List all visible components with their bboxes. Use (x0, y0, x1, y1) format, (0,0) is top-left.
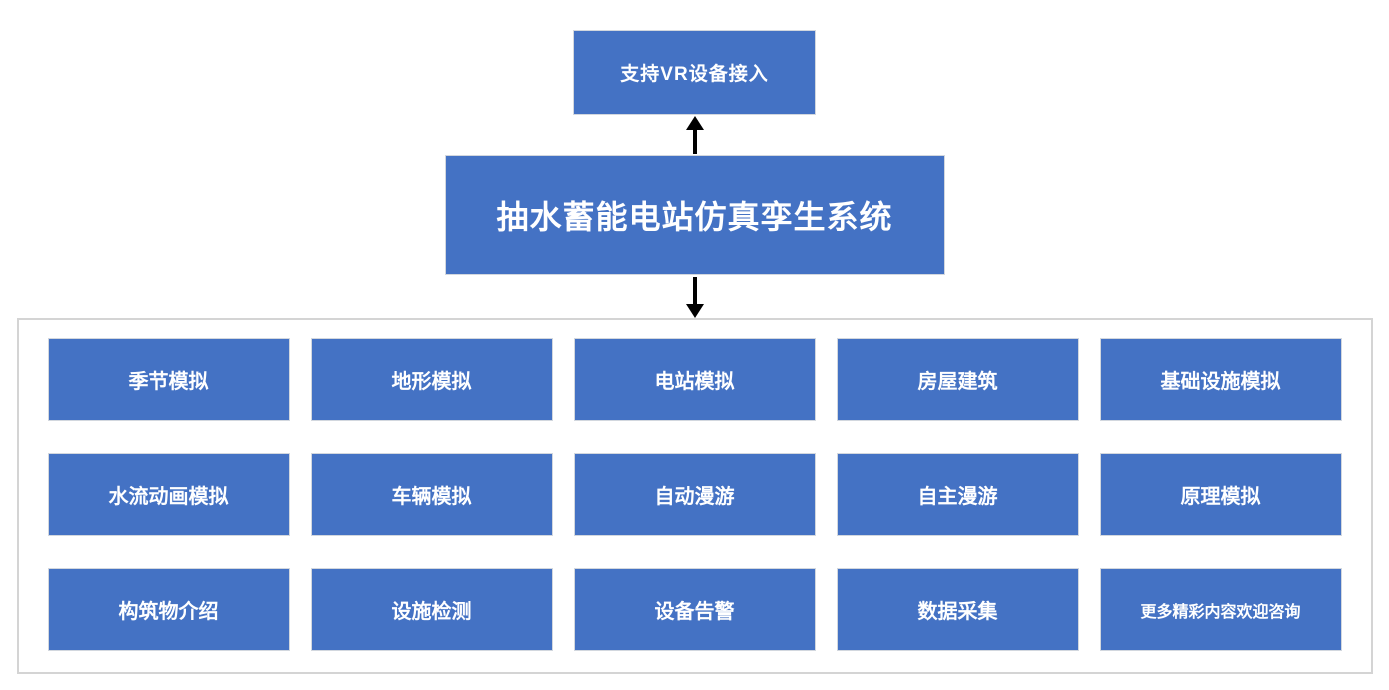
feature-label: 基础设施模拟 (1160, 371, 1281, 393)
feature-box-station-simulation: 电站模拟 (573, 338, 816, 421)
feature-box-structure-intro: 构筑物介绍 (47, 568, 290, 651)
feature-box-facility-inspection: 设施检测 (310, 568, 553, 651)
feature-label: 地形模拟 (391, 371, 472, 393)
arrow-down-head-icon (685, 304, 704, 318)
feature-label: 构筑物介绍 (118, 601, 219, 623)
feature-label: 自动漫游 (654, 486, 735, 508)
feature-box-equipment-alarm: 设备告警 (573, 568, 816, 651)
feature-label: 原理模拟 (1180, 486, 1261, 508)
arrow-up-connector (685, 115, 704, 155)
feature-box-building: 房屋建筑 (836, 338, 1079, 421)
feature-box-infrastructure-simulation: 基础设施模拟 (1099, 338, 1342, 421)
feature-box-season-simulation: 季节模拟 (47, 338, 290, 421)
feature-box-free-roam: 自主漫游 (836, 453, 1079, 536)
feature-box-principle-simulation: 原理模拟 (1099, 453, 1342, 536)
feature-label: 房屋建筑 (917, 371, 998, 393)
feature-label: 车辆模拟 (391, 486, 472, 508)
feature-label: 电站模拟 (654, 371, 735, 393)
vr-support-label: 支持VR设备接入 (620, 64, 769, 85)
feature-box-data-collection: 数据采集 (836, 568, 1079, 651)
feature-label: 更多精彩内容欢迎咨询 (1140, 603, 1301, 621)
feature-label: 季节模拟 (128, 371, 209, 393)
feature-box-auto-roam: 自动漫游 (573, 453, 816, 536)
feature-box-waterflow-animation: 水流动画模拟 (47, 453, 290, 536)
feature-box-terrain-simulation: 地形模拟 (310, 338, 553, 421)
feature-grid-container: 季节模拟 地形模拟 电站模拟 房屋建筑 基础设施模拟 水流动画模拟 车辆模拟 自… (16, 318, 1373, 674)
feature-label: 自主漫游 (917, 486, 998, 508)
vr-support-box: 支持VR设备接入 (573, 30, 816, 115)
main-system-title: 抽水蓄能电站仿真孪生系统 (496, 199, 893, 235)
feature-box-more-contact: 更多精彩内容欢迎咨询 (1099, 568, 1342, 651)
feature-label: 设施检测 (391, 601, 472, 623)
arrow-down-connector (685, 275, 704, 318)
main-system-box: 抽水蓄能电站仿真孪生系统 (444, 155, 945, 275)
arrow-up-head-icon (685, 116, 704, 130)
arrow-up-stem (692, 130, 697, 154)
feature-label: 设备告警 (654, 601, 735, 623)
feature-label: 数据采集 (917, 601, 998, 623)
feature-label: 水流动画模拟 (108, 486, 229, 508)
feature-box-vehicle-simulation: 车辆模拟 (310, 453, 553, 536)
arrow-down-stem (692, 277, 697, 304)
